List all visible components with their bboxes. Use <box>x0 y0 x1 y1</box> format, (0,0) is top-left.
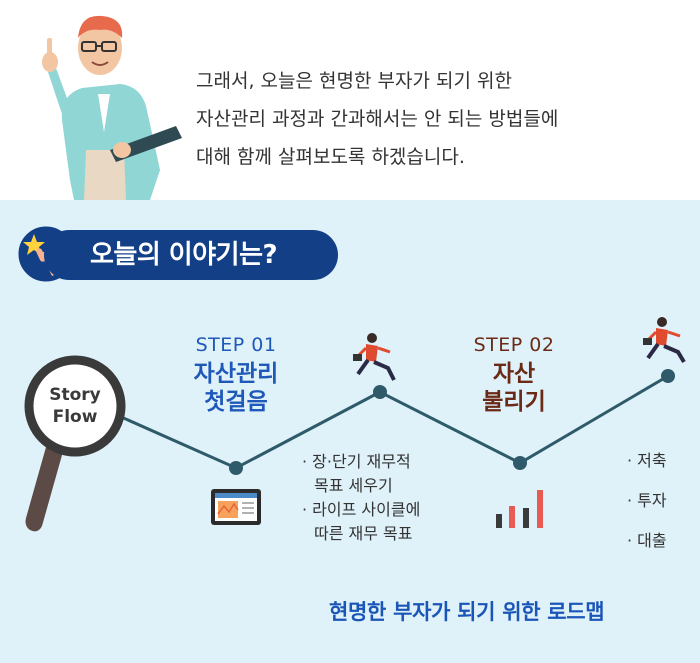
bullet-savings: · 저축 <box>627 451 667 470</box>
flow-node-2 <box>373 385 387 399</box>
step-01-title-line1: 자산관리 <box>193 361 279 387</box>
section-title-pill <box>44 230 338 280</box>
runner-icon <box>353 333 396 381</box>
bullet-lifecycle-line2: 따른 재무 목표 <box>314 524 413 543</box>
bullet-goal-line2: 목표 세우기 <box>314 476 393 495</box>
step-02-title-line1: 자산 <box>492 361 536 387</box>
step-02-label: STEP 02 <box>473 334 555 356</box>
magnifier-label-line2: Flow <box>52 407 98 427</box>
man-pointing-illustration <box>42 15 182 200</box>
magnifier-label-line1: Story <box>49 385 101 405</box>
flow-node-1 <box>229 461 243 475</box>
step-02-title: 자산 불리기 <box>454 360 574 416</box>
magnifier-label: Story Flow <box>40 384 110 428</box>
step-01-label: STEP 01 <box>195 334 277 356</box>
step-02: STEP 02 자산 불리기 <box>454 334 574 416</box>
step-01-bullets: · 장·단기 재무적 목표 세우기 · 라이프 사이클에 따른 재무 목표 <box>302 450 420 546</box>
monitor-chart-icon <box>211 489 261 525</box>
flow-node-4 <box>661 369 675 383</box>
bullet-loan: · 대출 <box>627 531 667 550</box>
intro-text: 그래서, 오늘은 현명한 부자가 되기 위한 자산관리 과정과 간과해서는 안 … <box>196 70 559 168</box>
step-01-title: 자산관리 첫걸음 <box>176 360 296 416</box>
section-title: 오늘의 이야기는? <box>90 240 278 270</box>
runner-icon-2 <box>643 317 686 364</box>
step-01-title-line2: 첫걸음 <box>204 389 268 415</box>
roadmap-caption: 현명한 부자가 되기 위한 로드맵 <box>329 600 605 624</box>
bullet-goal-line1: · 장·단기 재무적 <box>302 452 411 471</box>
magnifier-icon <box>24 355 126 532</box>
step-01: STEP 01 자산관리 첫걸음 <box>176 334 296 416</box>
bar-chart-icon <box>496 490 543 528</box>
bullet-investment: · 투자 <box>627 491 667 510</box>
step-02-title-line2: 불리기 <box>482 389 546 415</box>
flow-node-3 <box>513 456 527 470</box>
step-02-bullets: · 저축 · 투자 · 대출 <box>627 441 667 561</box>
section-title-badge: 오늘의 이야기는? <box>14 222 338 286</box>
bullet-lifecycle-line1: · 라이프 사이클에 <box>302 500 421 519</box>
